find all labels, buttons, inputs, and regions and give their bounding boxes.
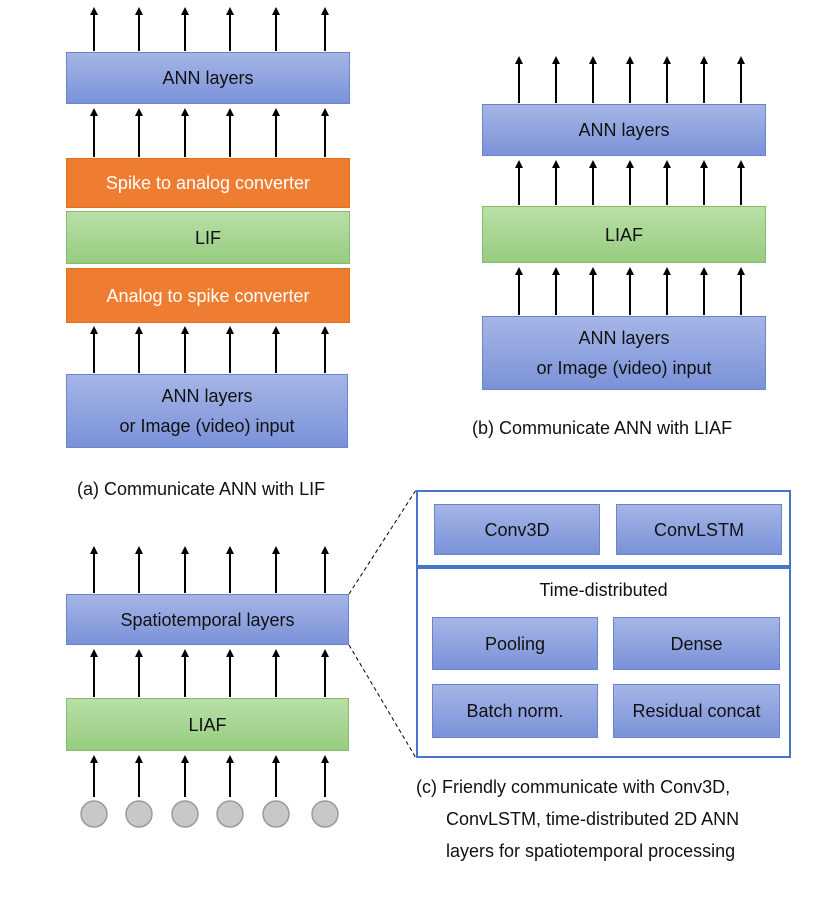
- panel-c-caption-line-2: ConvLSTM, time-distributed 2D ANN: [446, 809, 740, 829]
- panel-c-spatiotemporal-layers: Spatiotemporal layers: [66, 594, 349, 645]
- arrow-group: [90, 7, 745, 797]
- spike-to-analog-label: Spike to analog converter: [105, 173, 311, 193]
- panel-a-input-layer: ANN layers or Image (video) input: [66, 374, 348, 448]
- input-neuron: [311, 800, 339, 828]
- panel-a-analog-to-spike-converter: Analog to spike converter: [66, 268, 350, 323]
- panel-a-caption: (a) Communicate ANN with LIF: [77, 479, 326, 499]
- conv3d-label: Conv3D: [484, 519, 550, 540]
- convlstm-label: ConvLSTM: [653, 519, 745, 540]
- panel-a-input-line2: or Image (video) input: [119, 416, 295, 436]
- spatiotemporal-label: Spatiotemporal layers: [120, 609, 295, 630]
- panel-c-caption-line-3: layers for spatiotemporal processing: [446, 841, 736, 861]
- panel-a-ann-layers-label: ANN layers: [162, 68, 254, 88]
- input-neuron: [80, 800, 108, 828]
- panel-a-input-line1: ANN layers: [161, 386, 253, 406]
- convlstm-box: ConvLSTM: [616, 504, 782, 555]
- input-neuron: [171, 800, 199, 828]
- zoom-panel-bottom: [416, 567, 791, 758]
- time-distributed-label: Time-distributed: [539, 580, 668, 600]
- batch-norm-label: Batch norm.: [466, 701, 564, 721]
- lif-label: LIF: [194, 227, 221, 248]
- input-neuron: [216, 800, 244, 828]
- panel-b-input-line1: ANN layers: [578, 328, 670, 348]
- panel-b-input-layer: ANN layers or Image (video) input: [482, 316, 766, 390]
- panel-b-ann-layers-label: ANN layers: [578, 120, 670, 140]
- pooling-label: Pooling: [484, 633, 546, 654]
- panel-c-caption-line-1: (c) Friendly communicate with Conv3D,: [416, 777, 731, 797]
- panel-a-lif: LIF: [66, 211, 350, 264]
- dense-box: Dense: [613, 617, 780, 670]
- panel-b-input-line2: or Image (video) input: [536, 358, 712, 378]
- zoom-line-top: [348, 489, 417, 595]
- panel-a-ann-layers: ANN layers: [66, 52, 350, 104]
- residual-concat-label: Residual concat: [632, 701, 761, 721]
- input-neuron: [125, 800, 153, 828]
- panel-b-caption: (b) Communicate ANN with LIAF: [472, 418, 733, 438]
- pooling-box: Pooling: [432, 617, 598, 670]
- residual-concat-box: Residual concat: [613, 684, 780, 738]
- dense-label: Dense: [670, 633, 723, 654]
- zoom-panel-top: [416, 490, 791, 567]
- analog-to-spike-label: Analog to spike converter: [106, 285, 310, 306]
- panel-c-caption: (c) Friendly communicate with Conv3D, Co…: [416, 771, 816, 867]
- panel-c-liaf: LIAF: [66, 698, 349, 751]
- conv3d-box: Conv3D: [434, 504, 600, 555]
- panel-c-liaf-label: LIAF: [188, 714, 227, 735]
- batch-norm-box: Batch norm.: [432, 684, 598, 738]
- panel-b-liaf: LIAF: [482, 206, 766, 263]
- panel-a-spike-to-analog-converter: Spike to analog converter: [66, 158, 350, 208]
- input-neuron-group: [80, 800, 339, 828]
- input-neuron: [262, 800, 290, 828]
- panel-b-liaf-label: LIAF: [604, 224, 643, 245]
- panel-b-ann-layers: ANN layers: [482, 104, 766, 156]
- zoom-line-bottom: [348, 644, 417, 759]
